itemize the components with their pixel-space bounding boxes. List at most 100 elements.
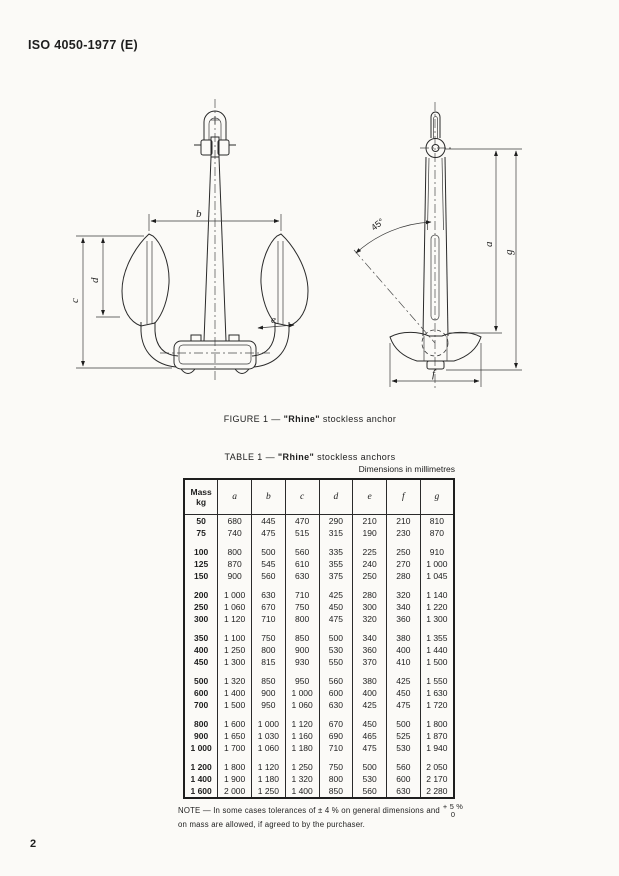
dimension-cell: 425 bbox=[318, 582, 354, 601]
dimension-cell: 1 180 bbox=[284, 742, 320, 754]
mass-cell: 500 bbox=[183, 668, 219, 687]
dimension-cell: 475 bbox=[318, 613, 354, 625]
dimension-cell: 740 bbox=[217, 527, 252, 539]
column-header-mass: Mass kg bbox=[183, 479, 219, 515]
dimension-b: b bbox=[149, 208, 281, 231]
dimension-cell: 380 bbox=[352, 668, 387, 687]
dimension-cell: 750 bbox=[251, 625, 286, 644]
column-header-f: f bbox=[386, 479, 421, 515]
mass-cell: 1 600 bbox=[183, 785, 219, 798]
dimension-cell: 670 bbox=[251, 601, 286, 613]
dimension-cell: 560 bbox=[251, 570, 286, 582]
dimension-cell: 1 355 bbox=[419, 625, 455, 644]
dimension-cell: 190 bbox=[352, 527, 387, 539]
dimension-c-label: c bbox=[69, 298, 81, 303]
standard-reference: ISO 4050-1977 (E) bbox=[28, 38, 139, 52]
mass-cell: 450 bbox=[183, 656, 219, 668]
dimension-cell: 400 bbox=[386, 644, 421, 656]
dimension-cell: 515 bbox=[284, 527, 320, 539]
dimension-cell: 1 060 bbox=[217, 601, 252, 613]
dimension-cell: 425 bbox=[352, 699, 387, 711]
dimension-cell: 560 bbox=[284, 539, 320, 558]
dimension-cell: 280 bbox=[352, 582, 387, 601]
dimension-cell: 475 bbox=[251, 527, 286, 539]
anchor-side-view-figure: 45° a g f bbox=[350, 100, 530, 390]
dimension-cell: 1 300 bbox=[419, 613, 455, 625]
dimension-cell: 530 bbox=[386, 742, 421, 754]
dimension-cell: 1 030 bbox=[251, 730, 286, 742]
table-title-name: "Rhine" bbox=[277, 452, 315, 462]
mass-header-line1: Mass bbox=[190, 486, 212, 497]
page-number: 2 bbox=[30, 838, 37, 850]
table-title-suffix: stockless anchors bbox=[314, 452, 396, 462]
mass-cell: 200 bbox=[183, 582, 219, 601]
dimension-d-label: d bbox=[89, 277, 101, 283]
dimension-cell: 335 bbox=[318, 539, 354, 558]
dimension-cell: 1 870 bbox=[419, 730, 455, 742]
dimension-cell: 910 bbox=[419, 539, 455, 558]
fluke-left bbox=[122, 234, 169, 326]
figure-caption-prefix: FIGURE 1 — bbox=[223, 414, 284, 424]
table-header-row: Mass kg a b c d e f g bbox=[183, 479, 455, 515]
dimension-cell: 815 bbox=[251, 656, 286, 668]
dimension-cell: 670 bbox=[318, 711, 354, 730]
dimension-d: d bbox=[89, 237, 120, 317]
dimension-cell: 1 250 bbox=[251, 785, 286, 798]
dimension-cell: 360 bbox=[386, 613, 421, 625]
dimension-cell: 2 050 bbox=[419, 754, 455, 773]
anchor-front-view-figure: b c d e bbox=[60, 95, 340, 385]
column-header-b: b bbox=[251, 479, 286, 515]
dimension-e-label: e bbox=[271, 314, 276, 326]
dimension-cell: 1 400 bbox=[217, 687, 252, 699]
dimension-cell: 1 120 bbox=[251, 754, 286, 773]
dimension-cell: 630 bbox=[284, 570, 320, 582]
dimension-cell: 630 bbox=[318, 699, 354, 711]
dimension-cell: 1 250 bbox=[217, 644, 252, 656]
dimension-cell: 1 250 bbox=[284, 754, 320, 773]
dimension-cell: 320 bbox=[386, 582, 421, 601]
figure-caption-suffix: stockless anchor bbox=[319, 414, 397, 424]
tolerance-note: NOTE — In some cases tolerances of ± 4 %… bbox=[178, 803, 474, 831]
dimension-cell: 950 bbox=[251, 699, 286, 711]
dimension-cell: 500 bbox=[251, 539, 286, 558]
mass-cell: 800 bbox=[183, 711, 219, 730]
dimension-cell: 250 bbox=[352, 570, 387, 582]
dimension-cell: 850 bbox=[284, 625, 320, 644]
dimension-cell: 1 800 bbox=[419, 711, 455, 730]
dimension-cell: 750 bbox=[318, 754, 354, 773]
dimension-cell: 340 bbox=[386, 601, 421, 613]
shackle-eye bbox=[426, 139, 445, 158]
mass-cell: 350 bbox=[183, 625, 219, 644]
dimension-cell: 1 100 bbox=[217, 625, 252, 644]
dimension-cell: 690 bbox=[318, 730, 354, 742]
dimension-cell: 710 bbox=[318, 742, 354, 754]
mass-cell: 400 bbox=[183, 644, 219, 656]
shank bbox=[204, 157, 226, 341]
figure-caption: FIGURE 1 — "Rhine" stockless anchor bbox=[150, 414, 470, 424]
dimension-cell: 500 bbox=[352, 754, 387, 773]
dimension-b-label: b bbox=[196, 208, 202, 220]
dimension-c: c bbox=[69, 236, 172, 368]
column-header-e: e bbox=[352, 479, 387, 515]
dimension-cell: 1 440 bbox=[419, 644, 455, 656]
arms bbox=[141, 322, 289, 367]
dimension-cell: 900 bbox=[217, 570, 252, 582]
dimension-cell: 340 bbox=[352, 625, 387, 644]
dimension-cell: 230 bbox=[386, 527, 421, 539]
dimension-cell: 410 bbox=[386, 656, 421, 668]
note-line2: on mass are allowed, if agreed to by the… bbox=[178, 819, 366, 829]
dimension-cell: 290 bbox=[318, 514, 354, 527]
dimension-cell: 1 600 bbox=[217, 711, 252, 730]
dimension-cell: 1 000 bbox=[251, 711, 286, 730]
mass-cell: 300 bbox=[183, 613, 219, 625]
dimension-cell: 800 bbox=[251, 644, 286, 656]
dimension-cell: 800 bbox=[318, 773, 354, 785]
